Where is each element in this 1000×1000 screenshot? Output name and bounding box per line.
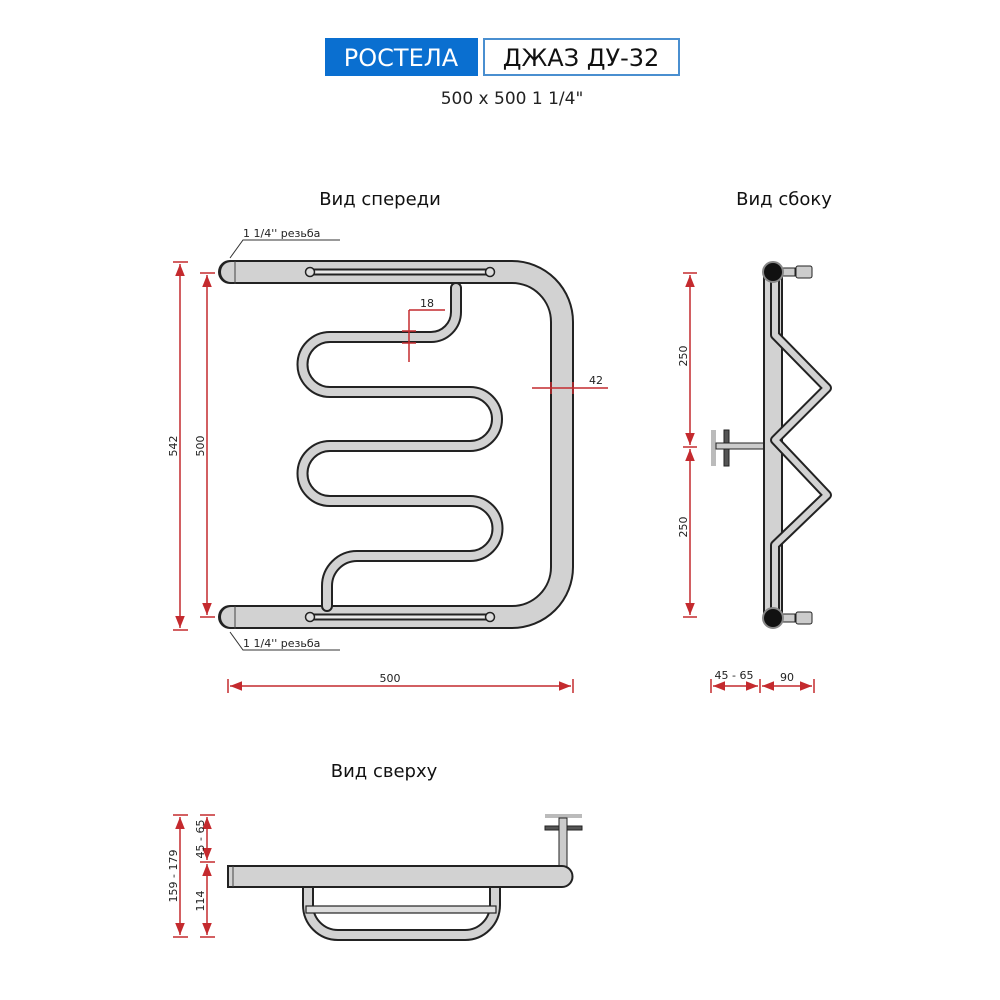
- brand-box: [325, 38, 478, 76]
- top-main-tube: [227, 865, 574, 888]
- side-view-title: Вид сбоку: [736, 189, 832, 210]
- bottom-slot: [304, 611, 496, 623]
- dimension-42: 42: [532, 374, 608, 394]
- dimension-250-upper: 250: [677, 272, 697, 448]
- top-slot: [304, 266, 496, 278]
- dimension-45-65: 45 - 65: [194, 814, 215, 863]
- thread-label-top: 1 1/4'' резьба: [243, 227, 320, 240]
- dimension-250-lower: 250: [677, 449, 697, 618]
- top-connector: [762, 261, 813, 283]
- dimension-500-height: 500: [194, 272, 215, 618]
- svg-text:114: 114: [194, 891, 207, 912]
- model-label: ДЖАЗ ДУ-32: [503, 44, 660, 72]
- bottom-connector: [762, 607, 813, 629]
- dimension-18: 18: [402, 297, 445, 362]
- top-view: Вид сверху 159 - 179 45 - 65 114: [167, 761, 583, 941]
- svg-text:500: 500: [380, 672, 401, 685]
- side-view: Вид сбоку 250 250: [677, 189, 832, 693]
- size-label: 500 x 500 1 1/4": [441, 89, 584, 109]
- svg-text:18: 18: [420, 297, 434, 310]
- header: РОСТЕЛА ДЖАЗ ДУ-32 500 x 500 1 1/4": [325, 38, 680, 109]
- svg-text:45 - 65: 45 - 65: [715, 669, 754, 682]
- thread-label-bottom: 1 1/4'' резьба: [243, 637, 320, 650]
- front-view: Вид спереди 1 1/4'' резьба 1 1/4'' резьб…: [167, 189, 608, 693]
- brand-label: РОСТЕЛА: [344, 44, 459, 72]
- wall-bracket: [711, 429, 767, 467]
- dimension-500-width: 500: [227, 672, 574, 693]
- front-view-title: Вид спереди: [319, 189, 441, 210]
- dimension-159-179: 159 - 179: [167, 814, 188, 938]
- top-view-title: Вид сверху: [331, 761, 438, 782]
- svg-text:42: 42: [589, 374, 603, 387]
- svg-text:90: 90: [780, 671, 794, 684]
- dimension-542: 542: [167, 261, 188, 631]
- model-box: [483, 38, 680, 76]
- svg-text:250: 250: [677, 517, 690, 538]
- dimension-wall-offset: 45 - 65 90: [710, 669, 815, 693]
- svg-text:159 - 179: 159 - 179: [167, 850, 180, 903]
- svg-text:500: 500: [194, 436, 207, 457]
- top-bracket: [544, 814, 583, 869]
- svg-text:542: 542: [167, 436, 180, 457]
- dimension-114: 114: [194, 864, 215, 938]
- svg-text:250: 250: [677, 346, 690, 367]
- svg-text:45 - 65: 45 - 65: [194, 820, 207, 859]
